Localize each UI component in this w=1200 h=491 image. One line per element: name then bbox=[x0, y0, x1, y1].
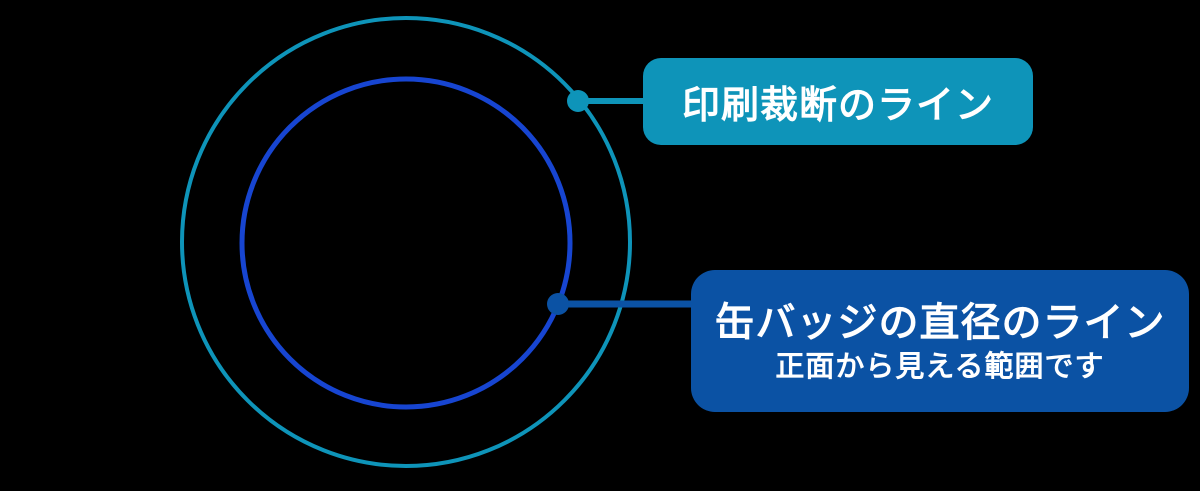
diameter-connector-dot bbox=[547, 293, 569, 315]
cut-line-callout: 印刷裁断のライン bbox=[643, 58, 1033, 145]
diameter-callout-subtitle: 正面から見える範囲です bbox=[775, 350, 1105, 383]
diameter-callout: 缶バッジの直径のライン 正面から見える範囲です bbox=[691, 270, 1189, 412]
print-cut-line-circle bbox=[180, 16, 632, 468]
diameter-callout-title: 缶バッジの直径のライン bbox=[714, 300, 1166, 345]
cut-line-callout-label: 印刷裁断のライン bbox=[681, 85, 994, 127]
cut-line-connector-dot bbox=[567, 90, 589, 112]
badge-diameter-circle bbox=[239, 76, 573, 410]
